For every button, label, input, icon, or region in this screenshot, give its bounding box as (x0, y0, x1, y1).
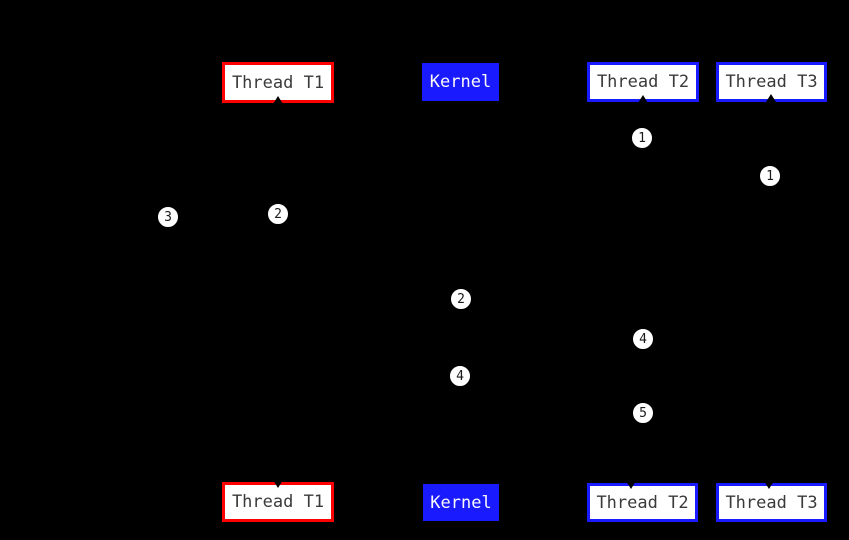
step-marker-1-thread-t2: 1 (631, 127, 653, 149)
lifeline-box-label: Thread T1 (231, 492, 325, 512)
arrowhead-notch-icon (766, 94, 776, 102)
arrowhead-notch-icon (273, 480, 283, 488)
step-marker-1-thread-t3: 1 (759, 165, 781, 187)
step-marker-2-kernel: 2 (450, 288, 472, 310)
step-marker-4-kernel: 4 (449, 365, 471, 387)
arrowhead-notch-icon (273, 96, 283, 104)
step-marker-5-thread-t2: 5 (632, 402, 654, 424)
lifeline-box-label: Thread T2 (596, 492, 689, 513)
arrowhead-notch-icon (764, 481, 774, 489)
arrowhead-notch-icon (626, 481, 636, 489)
lifeline-box-label: Thread T2 (596, 72, 690, 92)
arrowhead-notch-icon (638, 95, 648, 103)
lifeline-box-kernel-bottom: Kernel (423, 484, 499, 521)
lifeline-box-label: Thread T3 (725, 72, 818, 92)
step-marker-4-thread-t2: 4 (632, 328, 654, 350)
lifeline-box-thread-t2-bottom: Thread T2 (587, 483, 698, 522)
lifeline-box-label: Kernel (430, 492, 492, 513)
step-marker-3-left: 3 (157, 206, 179, 228)
step-marker-2-thread-t1: 2 (267, 203, 289, 225)
lifeline-box-label: Thread T3 (725, 492, 818, 513)
lifeline-box-label: Kernel (429, 72, 492, 92)
lifeline-box-label: Thread T1 (231, 72, 325, 93)
lifeline-box-thread-t1-bottom: Thread T1 (222, 482, 334, 522)
lifeline-box-kernel-top: Kernel (422, 63, 499, 101)
